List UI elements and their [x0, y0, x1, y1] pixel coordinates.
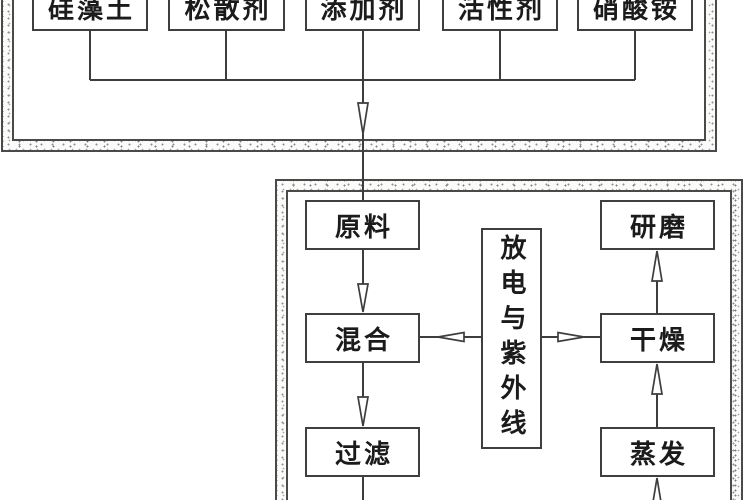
box-discharge-and-uv-label: 放电与紫外线 — [496, 233, 526, 444]
box-discharge-and-uv: 放电与紫外线 — [481, 228, 542, 449]
box-active-agent-label: 活性剂 — [457, 0, 545, 25]
box-mixing: 混合 — [305, 313, 420, 363]
connector-lines — [89, 31, 658, 500]
box-diatomite: 硅藻土 — [32, 0, 148, 31]
arrowhead-down-main-feed — [357, 102, 369, 135]
box-grinding: 研磨 — [600, 200, 715, 250]
box-filtering: 过滤 — [305, 427, 420, 477]
arrowhead-down-raw-to-mix — [356, 283, 370, 313]
arrowhead-right-uv-to-dry — [557, 331, 585, 343]
box-evaporation: 蒸发 — [600, 427, 715, 477]
arrowhead-up-into-evap — [652, 477, 662, 500]
box-mixing-label: 混合 — [334, 325, 393, 356]
box-drying: 干燥 — [600, 313, 715, 363]
box-raw-material: 原料 — [305, 200, 420, 250]
box-loosening-agent-label: 松散剂 — [184, 0, 272, 25]
arrowheads — [356, 102, 664, 500]
arrowhead-up-dry-to-grind — [650, 250, 664, 282]
box-raw-material-label: 原料 — [334, 212, 393, 243]
box-additive-label: 添加剂 — [320, 0, 408, 25]
box-additive: 添加剂 — [305, 0, 420, 31]
box-loosening-agent: 松散剂 — [168, 0, 285, 31]
box-diatomite-label: 硅藻土 — [47, 0, 135, 25]
box-evaporation-label: 蒸发 — [629, 439, 688, 470]
box-active-agent: 活性剂 — [442, 0, 558, 31]
arrowhead-left-uv-to-mix — [437, 331, 465, 343]
box-ammonium-nitrate-label: 硝酸铵 — [592, 0, 680, 25]
box-drying-label: 干燥 — [629, 325, 688, 356]
box-ammonium-nitrate: 硝酸铵 — [577, 0, 693, 31]
arrowhead-up-evap-to-dry — [650, 363, 664, 395]
box-grinding-label: 研磨 — [629, 212, 688, 243]
arrowhead-down-mix-to-filter — [356, 396, 370, 427]
box-filtering-label: 过滤 — [334, 439, 393, 470]
